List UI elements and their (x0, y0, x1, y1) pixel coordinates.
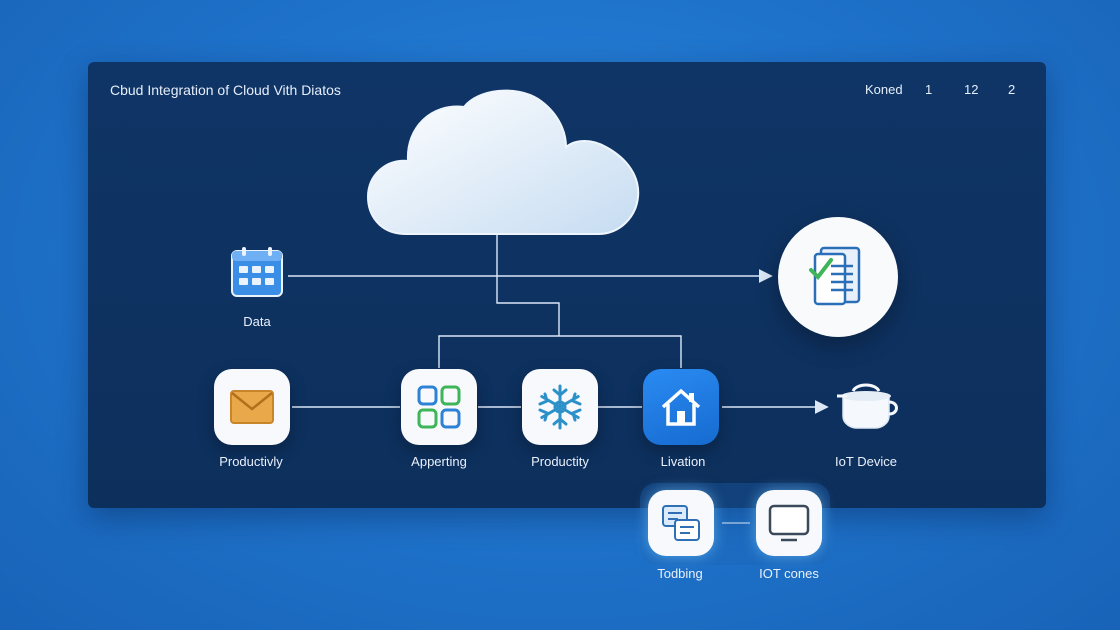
apps-node[interactable] (401, 369, 477, 445)
pager-page-2[interactable]: 2 (1008, 82, 1016, 97)
mail-node[interactable] (214, 369, 290, 445)
chat-documents-icon (662, 505, 700, 541)
data-node[interactable] (230, 246, 284, 303)
data-label: Data (243, 314, 271, 329)
line-branch (438, 335, 682, 368)
calendar-icon (231, 247, 283, 297)
mail-label: Productivly (219, 454, 283, 469)
flake-node[interactable] (522, 369, 598, 445)
pot-icon (837, 383, 898, 429)
home-node[interactable] (643, 369, 719, 445)
diagram-title: Cbud Integration of Cloud Vith Diatos (110, 82, 341, 98)
document-node[interactable] (778, 217, 898, 337)
pager-label[interactable]: Koned (865, 82, 903, 97)
todo-label: Todbing (657, 566, 703, 581)
todo-node[interactable] (648, 490, 714, 556)
flake-label: Productity (531, 454, 589, 469)
apps-label: Apperting (411, 454, 467, 469)
iot-label: IoT Device (835, 454, 897, 469)
apps-grid-icon (417, 385, 461, 429)
home-label: Livation (660, 454, 706, 469)
envelope-icon (230, 390, 274, 424)
monitor-icon (768, 504, 810, 542)
snowflake-icon (538, 384, 582, 430)
pager-page-1[interactable]: 1 (925, 82, 933, 97)
home-icon (661, 389, 701, 426)
cloud-icon (366, 89, 640, 235)
line-cloud-down (496, 235, 560, 336)
pager-page-12[interactable]: 12 (964, 82, 979, 97)
cones-node[interactable] (756, 490, 822, 556)
document-check-icon (809, 246, 861, 306)
iot-node[interactable] (833, 380, 903, 435)
cones-label: IOT cones (759, 566, 819, 581)
